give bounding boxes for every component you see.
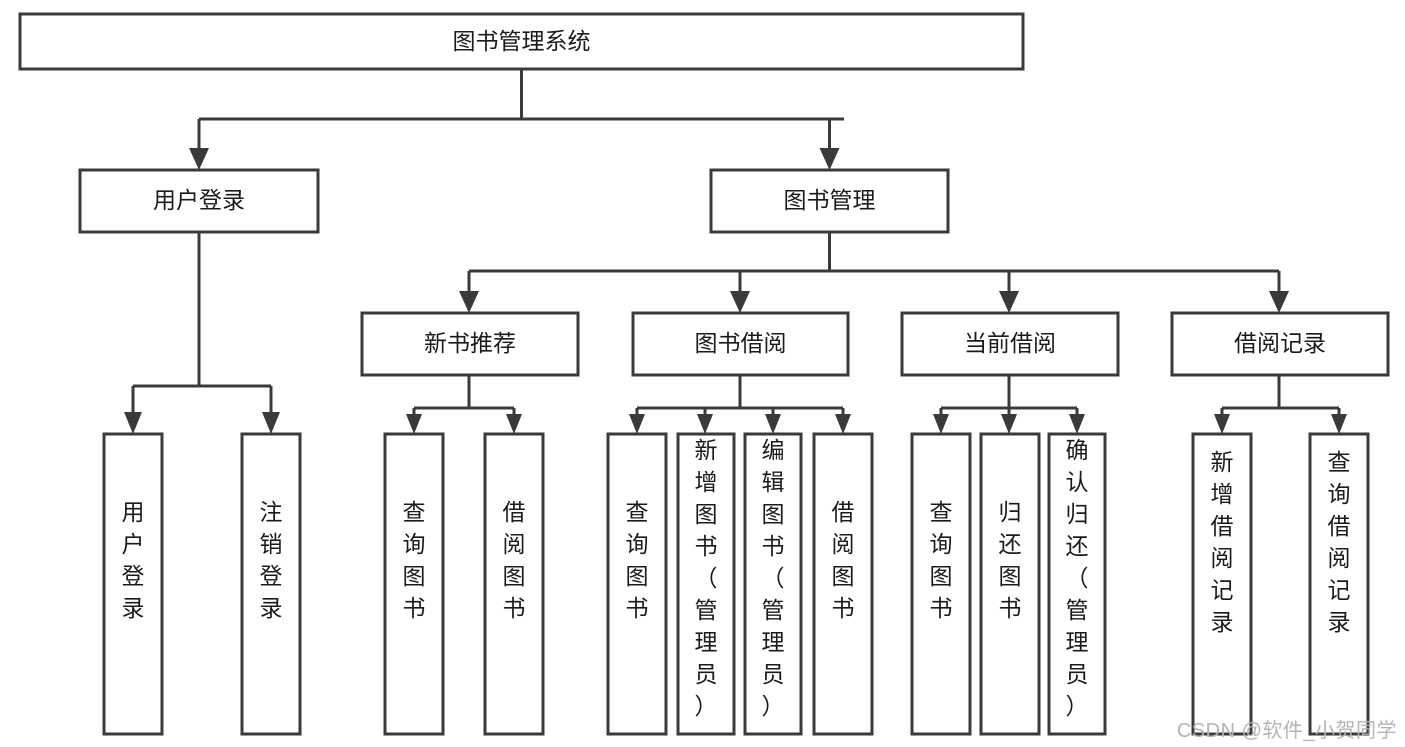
node-borrow-record[interactable]: 借阅记录 <box>1170 311 1390 377</box>
arrowhead-borrow-record <box>1269 291 1289 313</box>
node-leaf-query-book-1[interactable]: 查询图书 <box>383 432 445 736</box>
node-leaf-query-book-2-label: 查询图书 <box>626 499 649 621</box>
node-borrow-record-label: 借阅记录 <box>1234 330 1326 356</box>
node-leaf-confirm-return[interactable]: 确认归还（管理员） <box>1047 432 1107 736</box>
node-leaf-query-book-3-label: 查询图书 <box>930 499 953 621</box>
arrowhead-leaf-add-record <box>1214 414 1230 434</box>
node-leaf-query-record-label: 查询借阅记录 <box>1328 449 1351 635</box>
arrowhead-leaf-return-book <box>1001 414 1017 434</box>
arrowhead-leaf-borrow-book-1 <box>506 414 522 434</box>
node-leaf-add-record-label: 新增借阅记录 <box>1211 449 1234 635</box>
node-leaf-edit-book-box[interactable] <box>743 432 803 736</box>
node-leaf-return-book-box[interactable] <box>979 432 1041 736</box>
node-leaf-add-record-box[interactable] <box>1191 432 1253 736</box>
node-leaf-borrow-book-1-label: 借阅图书 <box>503 499 526 621</box>
node-leaf-user-login[interactable]: 用户登录 <box>102 432 164 736</box>
node-current-borrow-label: 当前借阅 <box>964 330 1056 356</box>
node-book-manage-label: 图书管理 <box>784 187 876 213</box>
node-user-login[interactable]: 用户登录 <box>78 168 320 234</box>
arrowhead-leaf-query-book-1 <box>406 414 422 434</box>
node-leaf-user-logout[interactable]: 注销登录 <box>240 432 302 736</box>
arrowhead-current-borrow <box>999 291 1019 313</box>
node-user-login-label: 用户登录 <box>153 187 245 213</box>
node-leaf-borrow-book-2-label: 借阅图书 <box>832 499 855 621</box>
node-leaf-add-book[interactable]: 新增图书（管理员） <box>676 432 736 736</box>
node-leaf-user-login-box[interactable] <box>102 432 164 736</box>
node-new-book-recommend[interactable]: 新书推荐 <box>360 311 580 377</box>
arrowhead-book-manage <box>819 148 840 170</box>
node-book-borrow-box[interactable] <box>631 311 850 377</box>
node-leaf-borrow-book-2-box[interactable] <box>812 432 874 736</box>
arrowhead-leaf-query-record <box>1331 414 1347 434</box>
node-root-box[interactable] <box>18 12 1025 71</box>
node-book-borrow-label: 图书借阅 <box>695 330 787 356</box>
node-leaf-query-book-3[interactable]: 查询图书 <box>910 432 972 736</box>
node-leaf-query-book-1-label: 查询图书 <box>403 499 426 621</box>
node-borrow-record-box[interactable] <box>1170 311 1390 377</box>
arrowhead-leaf-edit-book <box>765 414 781 434</box>
node-leaf-return-book-label: 归还图书 <box>999 499 1022 621</box>
node-leaf-add-book-box[interactable] <box>676 432 736 736</box>
node-leaf-user-logout-label: 注销登录 <box>260 499 283 621</box>
arrowhead-leaf-borrow-book-2 <box>835 414 851 434</box>
arrowhead-leaf-query-book-2 <box>629 414 645 434</box>
node-leaf-query-record[interactable]: 查询借阅记录 <box>1308 432 1370 736</box>
node-book-manage-box[interactable] <box>709 168 950 234</box>
node-leaf-borrow-book-1-box[interactable] <box>483 432 545 736</box>
node-leaf-edit-book[interactable]: 编辑图书（管理员） <box>743 432 803 736</box>
arrowhead-leaf-add-book <box>697 414 713 434</box>
node-user-login-box[interactable] <box>78 168 320 234</box>
arrowhead-leaf-user-logout <box>262 412 280 434</box>
arrowhead-leaf-user-login <box>124 412 142 434</box>
arrowhead-leaf-confirm-return <box>1069 414 1085 434</box>
arrowhead-layer <box>124 148 1347 434</box>
node-leaf-edit-book-label: 编辑图书（管理员） <box>762 437 785 719</box>
node-new-book-recommend-label: 新书推荐 <box>424 330 516 356</box>
node-new-book-recommend-box[interactable] <box>360 311 580 377</box>
node-leaf-confirm-return-label: 确认归还（管理员） <box>1066 437 1089 719</box>
arrowhead-new-book-recommend <box>459 291 479 313</box>
node-book-manage[interactable]: 图书管理 <box>709 168 950 234</box>
arrowhead-leaf-query-book-3 <box>933 414 949 434</box>
node-leaf-query-book-1-box[interactable] <box>383 432 445 736</box>
node-leaf-query-book-2[interactable]: 查询图书 <box>606 432 668 736</box>
node-leaf-add-book-label: 新增图书（管理员） <box>695 437 718 719</box>
node-leaf-query-book-3-box[interactable] <box>910 432 972 736</box>
node-leaf-query-book-2-box[interactable] <box>606 432 668 736</box>
node-current-borrow-box[interactable] <box>900 311 1120 377</box>
node-root[interactable]: 图书管理系统 <box>18 12 1025 71</box>
node-leaf-query-record-box[interactable] <box>1308 432 1370 736</box>
node-leaf-confirm-return-box[interactable] <box>1047 432 1107 736</box>
watermark-text: CSDN @软件_小贺同学 <box>1176 720 1397 742</box>
arrowhead-book-borrow <box>730 291 750 313</box>
arrowhead-user-login <box>189 148 209 170</box>
node-leaf-borrow-book-1[interactable]: 借阅图书 <box>483 432 545 736</box>
node-leaf-borrow-book-2[interactable]: 借阅图书 <box>812 432 874 736</box>
node-leaf-return-book[interactable]: 归还图书 <box>979 432 1041 736</box>
node-leaf-user-login-label: 用户登录 <box>122 499 145 621</box>
node-current-borrow[interactable]: 当前借阅 <box>900 311 1120 377</box>
node-book-borrow[interactable]: 图书借阅 <box>631 311 850 377</box>
node-leaf-add-record[interactable]: 新增借阅记录 <box>1191 432 1253 736</box>
node-leaf-user-logout-box[interactable] <box>240 432 302 736</box>
node-root-label: 图书管理系统 <box>453 28 591 54</box>
